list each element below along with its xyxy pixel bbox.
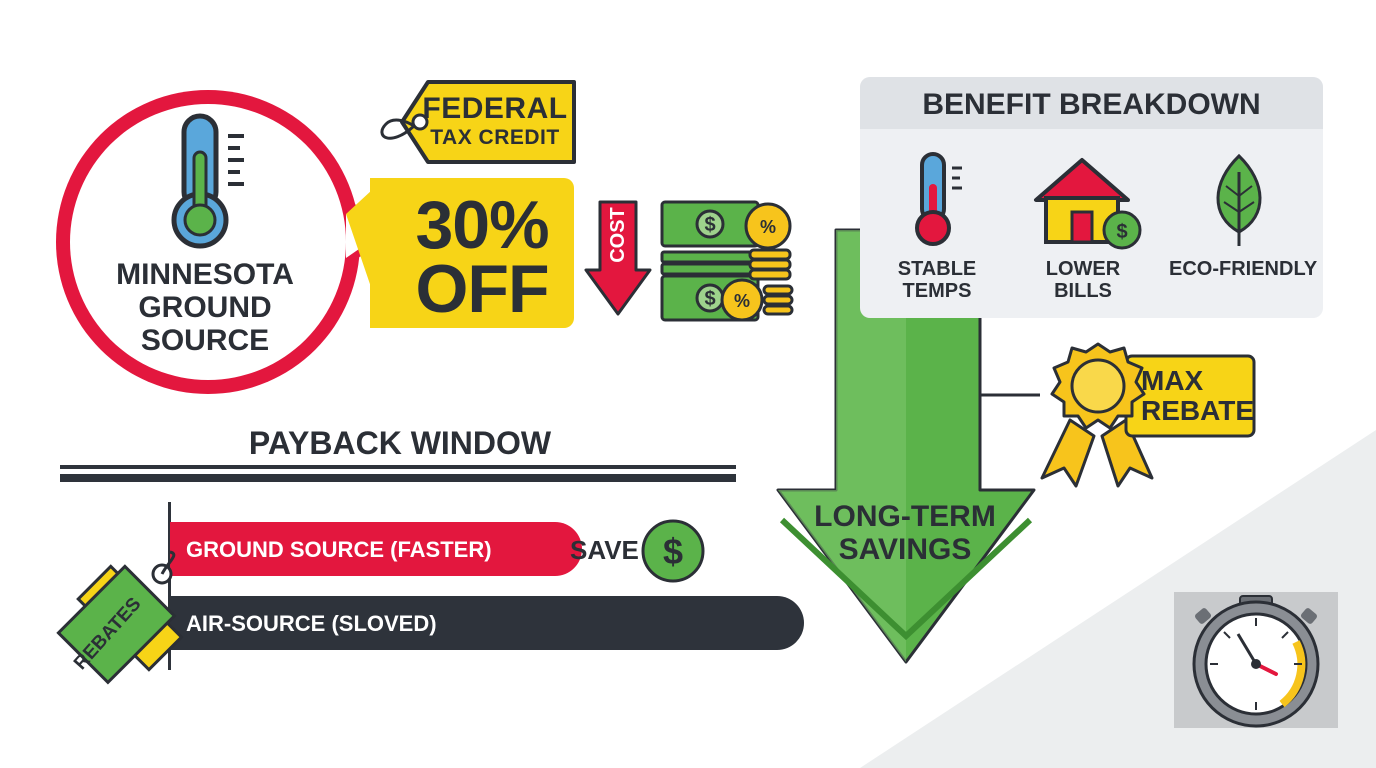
award-ribbon-icon — [1040, 342, 1256, 488]
svg-text:$: $ — [704, 214, 715, 236]
rebates-tag-icon — [56, 550, 184, 685]
leaf-icon — [1216, 153, 1262, 246]
tax-credit-line2: TAX CREDIT — [430, 126, 560, 149]
benefit-label: LOWER — [1045, 258, 1121, 280]
benefit-label: TEMPS — [902, 280, 972, 302]
long-term-line2: SAVINGS — [838, 533, 972, 566]
benefit-stable-temps: STABLE TEMPS — [867, 258, 1007, 302]
max-rebate-line2: REBATE — [1141, 395, 1255, 426]
coin-stack-icon: % % — [720, 202, 794, 322]
benefit-eco-friendly: ECO-FRIENDLY — [1169, 258, 1318, 280]
payback-divider — [60, 474, 736, 482]
hero-title: MINNESOTA GROUND SOURCE — [70, 258, 340, 357]
max-rebate-label: MAX REBATE — [1141, 365, 1255, 426]
payback-divider — [60, 465, 736, 469]
benefit-lower-bills: LOWER BILLS — [1013, 258, 1153, 302]
svg-text:$: $ — [704, 288, 715, 310]
thermometer-icon — [915, 152, 962, 246]
tax-credit-line1: FEDERAL — [422, 92, 568, 125]
hero-title-line: GROUND — [138, 291, 272, 324]
benefit-panel-title: BENEFIT BREAKDOWN — [922, 88, 1261, 121]
payback-axis — [168, 502, 171, 670]
discount-percent: 30% — [415, 187, 549, 263]
stopwatch-icon — [1192, 595, 1320, 728]
ground-source-bar-label: GROUND SOURCE (FASTER) — [186, 537, 492, 562]
benefit-label: BILLS — [1054, 280, 1112, 302]
dollar-coin-icon: $ — [641, 519, 705, 583]
discount-panel — [370, 178, 574, 328]
svg-text:%: % — [760, 217, 776, 237]
svg-text:$: $ — [663, 531, 683, 572]
max-rebate-line1: MAX — [1141, 365, 1204, 396]
payback-title: PAYBACK WINDOW — [248, 425, 552, 461]
hero-title-line: SOURCE — [140, 324, 270, 357]
discount-off: OFF — [415, 251, 550, 327]
benefit-panel-header — [860, 77, 1323, 129]
save-label: SAVE — [570, 535, 639, 565]
cost-down-arrow-icon — [584, 200, 652, 316]
discount-value: 30% OFF — [384, 187, 580, 327]
svg-text:%: % — [734, 291, 750, 311]
ground-source-bar — [170, 522, 582, 576]
long-term-line1: LONG-TERM — [814, 500, 996, 533]
benefit-label: STABLE — [897, 258, 977, 280]
thermometer-icon — [171, 113, 244, 249]
benefit-label: ECO-FRIENDLY — [1169, 258, 1318, 280]
air-source-bar — [170, 596, 804, 650]
dollar-bills-icon: $ $ % % — [660, 200, 794, 322]
hero-title-line: MINNESOTA — [116, 258, 294, 291]
tag-icon — [380, 80, 576, 164]
svg-text:$: $ — [1116, 221, 1127, 243]
air-source-bar-label: AIR-SOURCE (SLOVED) — [186, 611, 437, 636]
house-dollar-icon: $ — [1034, 158, 1142, 250]
long-term-savings-label: LONG-TERM SAVINGS — [800, 500, 1010, 566]
